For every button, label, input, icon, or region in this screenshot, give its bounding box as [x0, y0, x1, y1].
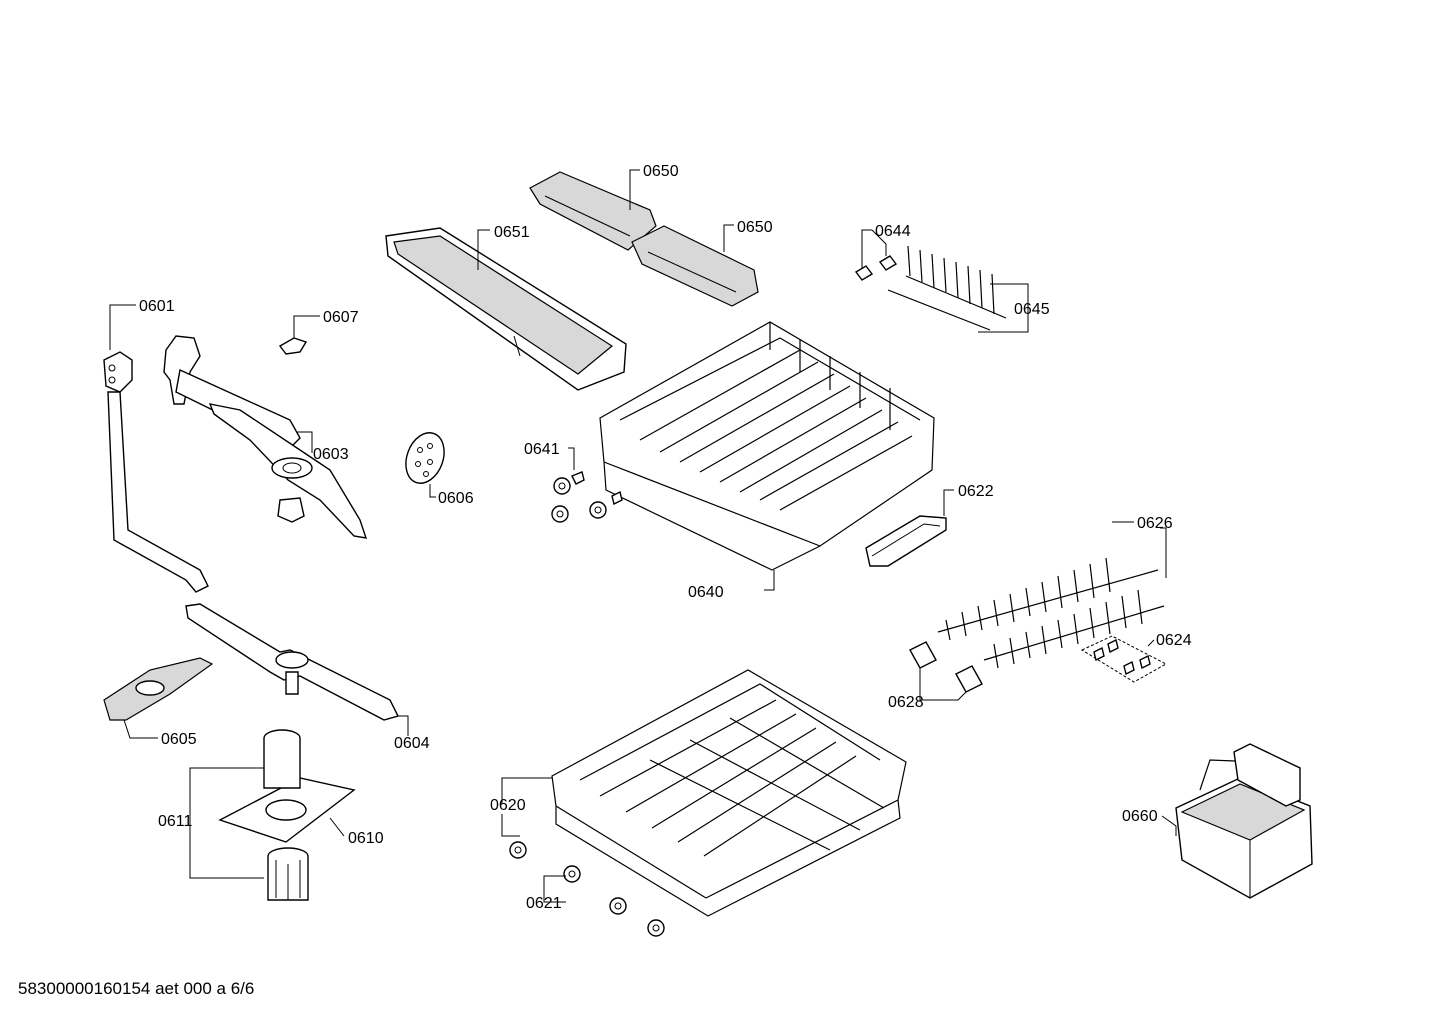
part-0640-upper-basket	[599, 321, 935, 571]
label-0607: 0607	[293, 309, 359, 338]
label-0641: 0641	[524, 441, 575, 470]
label-0650b: 0650	[723, 219, 773, 252]
document-id-footer: 58300000160154 aet 000 a 6/6	[18, 979, 255, 998]
part-0628-holders	[909, 641, 983, 693]
part-0607-clip	[278, 337, 308, 355]
svg-text:0620: 0620	[490, 797, 526, 814]
svg-text:0628: 0628	[888, 694, 924, 711]
label-0624: 0624	[1147, 632, 1192, 649]
svg-text:0611: 0611	[158, 813, 193, 830]
part-0650-tray-a	[529, 171, 657, 251]
part-0611-filter-cylinder	[263, 729, 309, 901]
label-0611: 0611	[158, 767, 264, 879]
part-0650-tray-b	[631, 225, 759, 307]
svg-text:0622: 0622	[958, 483, 994, 500]
label-0628: 0628	[888, 668, 967, 711]
label-0620: 0620	[490, 777, 552, 837]
svg-text:0604: 0604	[394, 735, 430, 752]
part-0651-third-rack	[385, 227, 627, 391]
part-0601-spray-tube	[103, 351, 209, 593]
label-0644: 0644	[861, 223, 911, 268]
part-0622-handle	[865, 515, 947, 567]
svg-text:0605: 0605	[161, 731, 197, 748]
label-0604: 0604	[394, 715, 430, 752]
label-0606: 0606	[429, 484, 474, 507]
svg-text:0650: 0650	[643, 163, 679, 180]
label-0645: 0645	[978, 283, 1050, 333]
svg-text:0650: 0650	[737, 219, 773, 236]
label-0626: 0626	[1112, 515, 1173, 578]
label-0660: 0660	[1122, 808, 1177, 836]
part-0610-sump-plate	[218, 777, 356, 843]
part-0644-clips	[854, 255, 898, 281]
part-0620-lower-basket	[551, 669, 907, 917]
svg-text:0644: 0644	[875, 223, 911, 240]
svg-text:0641: 0641	[524, 441, 560, 458]
part-0626-tine-rows	[937, 557, 1165, 669]
svg-text:0601: 0601	[139, 298, 175, 315]
label-0601: 0601	[109, 298, 175, 350]
part-0604-lower-spray-arm	[185, 603, 400, 721]
label-0610: 0610	[329, 817, 384, 847]
svg-text:0610: 0610	[348, 830, 384, 847]
svg-text:0603: 0603	[313, 446, 349, 463]
label-0622: 0622	[943, 483, 994, 516]
svg-text:0624: 0624	[1156, 632, 1192, 649]
label-0651: 0651	[477, 224, 530, 270]
label-0603: 0603	[296, 431, 349, 463]
part-0603-upper-spray-arm	[163, 335, 368, 539]
label-0650a: 0650	[629, 163, 679, 210]
label-0605: 0605	[123, 719, 197, 748]
part-0606-disc	[405, 432, 445, 484]
label-0640: 0640	[688, 570, 775, 601]
part-0605-cover	[103, 657, 214, 721]
svg-text:0607: 0607	[323, 309, 359, 326]
part-0641-wheels	[551, 471, 623, 523]
svg-text:0645: 0645	[1014, 301, 1050, 318]
svg-text:0621: 0621	[526, 895, 562, 912]
svg-text:0660: 0660	[1122, 808, 1158, 825]
part-0621-wheels	[509, 841, 665, 937]
svg-text:0606: 0606	[438, 490, 474, 507]
label-0621: 0621	[526, 875, 566, 912]
part-0660-cutlery-basket	[1175, 743, 1313, 899]
part-0645-tine-rack	[887, 245, 1007, 331]
svg-text:0640: 0640	[688, 584, 724, 601]
svg-text:0626: 0626	[1137, 515, 1173, 532]
part-0624-clip-set	[1080, 635, 1168, 683]
svg-text:0651: 0651	[494, 224, 530, 241]
